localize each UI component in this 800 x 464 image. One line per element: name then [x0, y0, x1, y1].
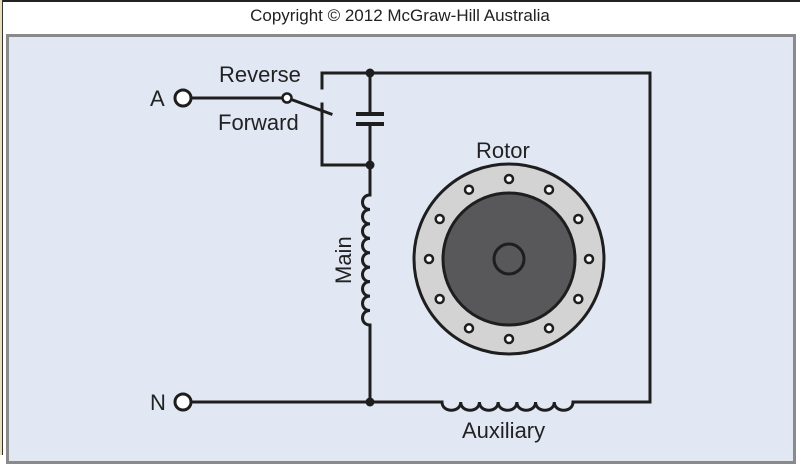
- rotor-bar-hole: [434, 213, 445, 225]
- window-top-border: [0, 0, 800, 2]
- main-label: Main: [331, 236, 356, 284]
- junction-dot: [365, 397, 375, 407]
- wire-forward-contact: [320, 102, 372, 167]
- main-winding-coil: [361, 193, 371, 327]
- rotor-bar-hole: [463, 323, 475, 334]
- rotor-label: Rotor: [476, 138, 530, 163]
- junction-dot: [365, 68, 375, 78]
- rotor-icon: [412, 162, 606, 356]
- forward-label: Forward: [218, 110, 299, 135]
- terminal-a-label: A: [150, 86, 165, 111]
- diagram-panel: [6, 34, 796, 464]
- switch-blade: [288, 97, 333, 116]
- switch-pivot: [281, 92, 293, 104]
- rotor-bar-hole: [423, 253, 435, 265]
- capacitor-icon: [356, 112, 384, 126]
- junction-dot: [365, 160, 375, 170]
- rotor-bar-hole: [543, 184, 555, 195]
- terminal-n: [173, 392, 193, 412]
- auxiliary-winding-coil: [440, 401, 575, 412]
- rotor-bar-hole: [434, 293, 445, 305]
- rotor-bar-hole: [503, 173, 515, 185]
- window-left-border: [0, 0, 3, 455]
- rotor-bar-hole: [463, 184, 475, 195]
- rotor-bar-hole: [573, 213, 584, 225]
- reverse-label: Reverse: [219, 62, 301, 87]
- auxiliary-label: Auxiliary: [462, 418, 545, 443]
- terminal-a: [173, 88, 193, 108]
- terminal-n-label: N: [150, 390, 166, 415]
- rotor-shaft: [492, 242, 526, 276]
- rotor-bar-hole: [573, 293, 584, 305]
- rotor-bar-hole: [543, 323, 555, 334]
- wire-reverse-contact: [320, 71, 652, 90]
- copyright-caption: Copyright © 2012 McGraw-Hill Australia: [250, 6, 550, 25]
- rotor-bar-hole: [503, 333, 515, 345]
- rotor-bar-hole: [583, 253, 595, 265]
